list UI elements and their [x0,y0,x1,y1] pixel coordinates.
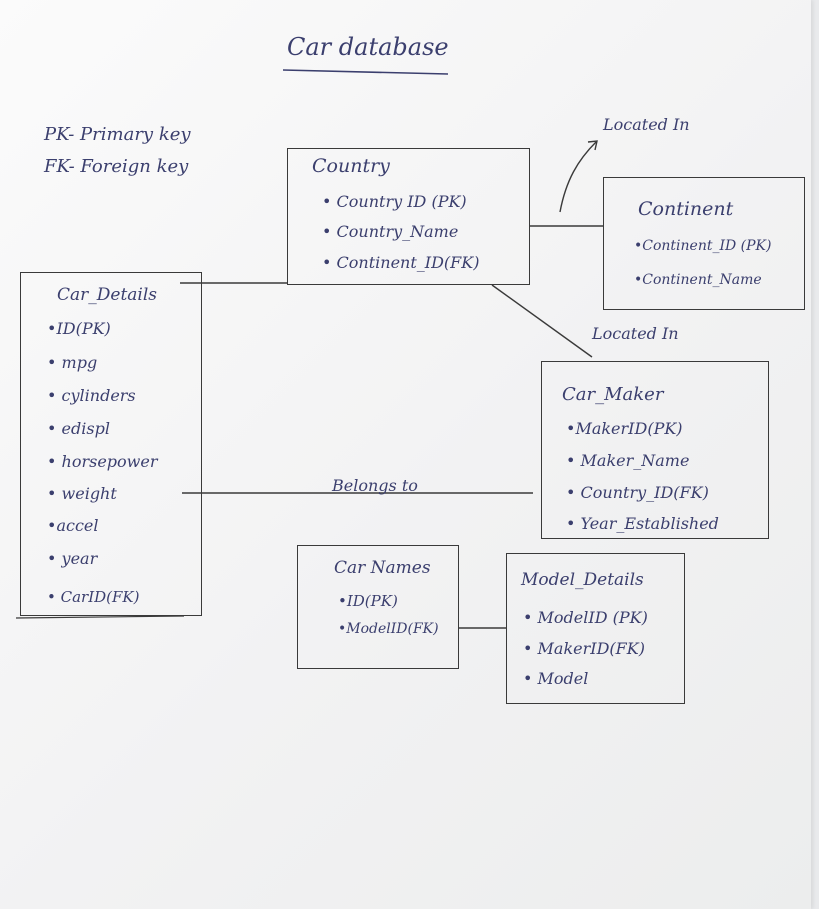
entity-attribute: •MakerID(PK) [566,419,683,438]
entity-attribute: • Continent_ID(FK) [322,253,480,272]
entity-car-details: Car_Details •ID(PK) • mpg • cylinders • … [20,272,202,616]
relationship-label-country-maker: Located In [592,324,679,343]
relationship-label-belongs-to: Belongs to [332,476,418,495]
diagram-title: Car database [287,33,449,61]
entity-attribute: • Country_ID(FK) [566,483,709,502]
entity-country: Country • Country ID (PK) • Country_Name… [287,148,530,285]
entity-attribute: •ID(PK) [47,319,111,338]
title-underline [282,69,449,75]
entity-attribute: • Maker_Name [566,451,690,470]
entity-attribute: •Continent_ID (PK) [634,238,772,254]
entity-attribute: • CarID(FK) [47,588,140,606]
entity-attribute: •ID(PK) [338,592,398,610]
entity-car-names: Car Names •ID(PK) •ModelID(FK) [297,545,459,669]
entity-attribute: •ModelID(FK) [338,621,439,637]
line-country-carmaker [491,284,593,358]
entity-attribute: • year [47,549,98,568]
located-in-arrowhead [587,140,598,151]
entity-attribute: • MakerID(FK) [523,639,645,658]
entity-attribute: • cylinders [47,386,136,405]
entity-continent: Continent •Continent_ID (PK) •Continent_… [603,177,805,310]
located-in-arrow [559,141,597,213]
entity-attribute: • edispl [47,419,110,438]
entity-car-maker: Car_Maker •MakerID(PK) • Maker_Name • Co… [541,361,769,539]
entity-attribute: • Year_Established [566,514,719,533]
legend-fk: FK- Foreign key [44,156,189,177]
entity-attribute: • horsepower [47,452,158,471]
entity-attribute: • weight [47,484,117,503]
entity-title: Country [312,155,390,177]
entity-model-details: Model_Details • ModelID (PK) • MakerID(F… [506,553,685,704]
legend-pk: PK- Primary key [44,124,191,145]
entity-title: Continent [638,198,734,220]
relationship-label-country-continent: Located In [603,115,690,134]
entity-attribute: • mpg [47,353,98,372]
entity-title: Car Names [334,558,431,578]
entity-attribute: •Continent_Name [634,272,762,288]
entity-title: Model_Details [521,570,644,590]
entity-attribute: •accel [47,516,99,535]
entity-attribute: • ModelID (PK) [523,608,648,627]
entity-attribute: • Country ID (PK) [322,192,467,211]
entity-attribute: • Model [523,669,589,688]
entity-title: Car_Maker [562,384,664,405]
entity-attribute: • Country_Name [322,222,459,241]
entity-title: Car_Details [57,285,158,305]
